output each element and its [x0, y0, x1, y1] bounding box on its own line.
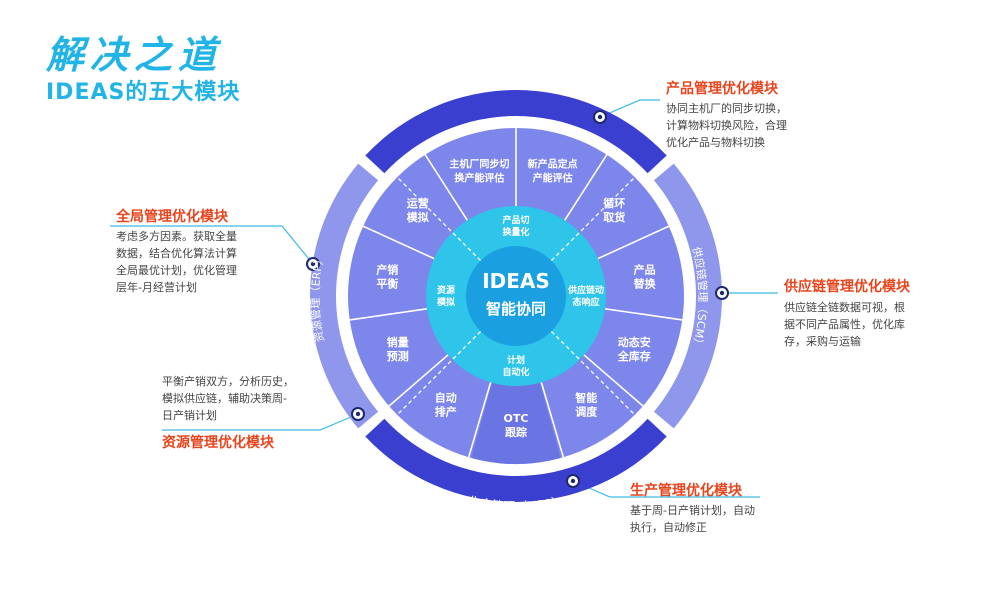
middle-seg-label: 产销平衡	[376, 262, 398, 290]
middle-divider	[362, 225, 435, 260]
callout-leader-lines	[110, 99, 778, 498]
inner-seg-label: 供应链动态响应	[567, 284, 604, 308]
center-hub: IDEAS 智能协同	[466, 246, 566, 346]
leader-erp	[162, 413, 359, 431]
callout-global-desc: 考虑多方因素。获取全量 数据，结合优化算法计算 全局最优计划，优化管理 层年-月…	[116, 230, 237, 294]
page-title: 解决之道	[46, 33, 223, 77]
outer-seg-erp	[310, 163, 379, 429]
inner-divider	[396, 330, 482, 416]
middle-seg-label: 智能调度	[575, 390, 598, 418]
leader-plm	[599, 99, 660, 118]
middle-seg-otc-highlight	[471, 382, 561, 464]
middle-divider	[604, 308, 683, 321]
middle-seg-label: 销量预测	[387, 335, 409, 363]
middle-seg-label: 产品替换	[634, 262, 657, 290]
inner-divider	[550, 176, 636, 262]
callout-scm-desc: 供应链全链数据可视，根 据不同产品属性，优化库 存，采购与运输	[784, 301, 905, 348]
middle-seg-label: 新产品定点产能评估	[528, 157, 578, 184]
outer-seg-mes	[365, 418, 667, 503]
middle-seg-label: 运营模拟	[407, 196, 429, 224]
callout-global-title: 全局管理优化模块	[116, 209, 228, 225]
middle-divider	[467, 382, 492, 458]
leader-global	[110, 225, 314, 265]
dot-erp-marker-core	[355, 411, 361, 417]
dot-scm-marker-core	[719, 290, 725, 296]
middle-seg-label: 主机厂同步切换产能评估	[449, 157, 509, 184]
center-subtitle: 智能协同	[486, 300, 546, 318]
callout-erp-title: 资源管理优化模块	[162, 435, 274, 451]
center-title: IDEAS	[482, 269, 550, 293]
middle-divider	[597, 225, 670, 260]
inner-divider	[550, 330, 636, 416]
callout-plm-title: 产品管理优化模块	[666, 81, 778, 97]
outer-label-mes: 生产管理（MES）	[467, 494, 565, 514]
center-disc	[466, 246, 566, 346]
middle-divider	[540, 382, 565, 458]
callout-erp-desc: 平衡产销双方，分析历史， 模拟供应链，辅助决策周- 日产销计划	[162, 375, 294, 422]
outer-seg-scm	[653, 163, 723, 429]
middle-divider	[349, 308, 428, 321]
inner-divider	[396, 176, 482, 262]
callout-mes-desc: 基于周-日产销计划，自动 执行，自动修正	[630, 504, 755, 534]
callout-plm-desc: 协同主机厂的同步切换， 计算物料切换风险，合理 优化产品与物料切换	[666, 102, 787, 149]
dot-global-marker-core	[310, 261, 316, 267]
middle-seg-label: 动态安全库存	[617, 335, 651, 363]
callout-mes-title: 生产管理优化模块	[630, 483, 742, 499]
inner-seg-label: 资源模拟	[437, 284, 455, 308]
page-subtitle: IDEAS的五大模块	[46, 80, 241, 105]
inner-seg-label: 产品切换量化	[502, 214, 529, 238]
middle-divider	[563, 154, 608, 221]
dot-mes-marker-core	[570, 478, 576, 484]
outer-label-scm: 供应链管理（SCM）	[689, 245, 709, 350]
dot-plm-marker-core	[597, 114, 603, 120]
inner-seg-label: 计划自动化	[502, 354, 529, 378]
middle-seg-label: 自动排产	[435, 390, 457, 418]
callout-scm-title: 供应链管理优化模块	[784, 279, 910, 295]
middle-divider	[424, 154, 469, 221]
middle-divider	[583, 354, 644, 407]
middle-seg-label: 循环取货	[603, 196, 625, 224]
outer-ring	[306, 89, 729, 503]
outer-seg-plm	[365, 89, 667, 174]
middle-divider	[388, 354, 449, 407]
